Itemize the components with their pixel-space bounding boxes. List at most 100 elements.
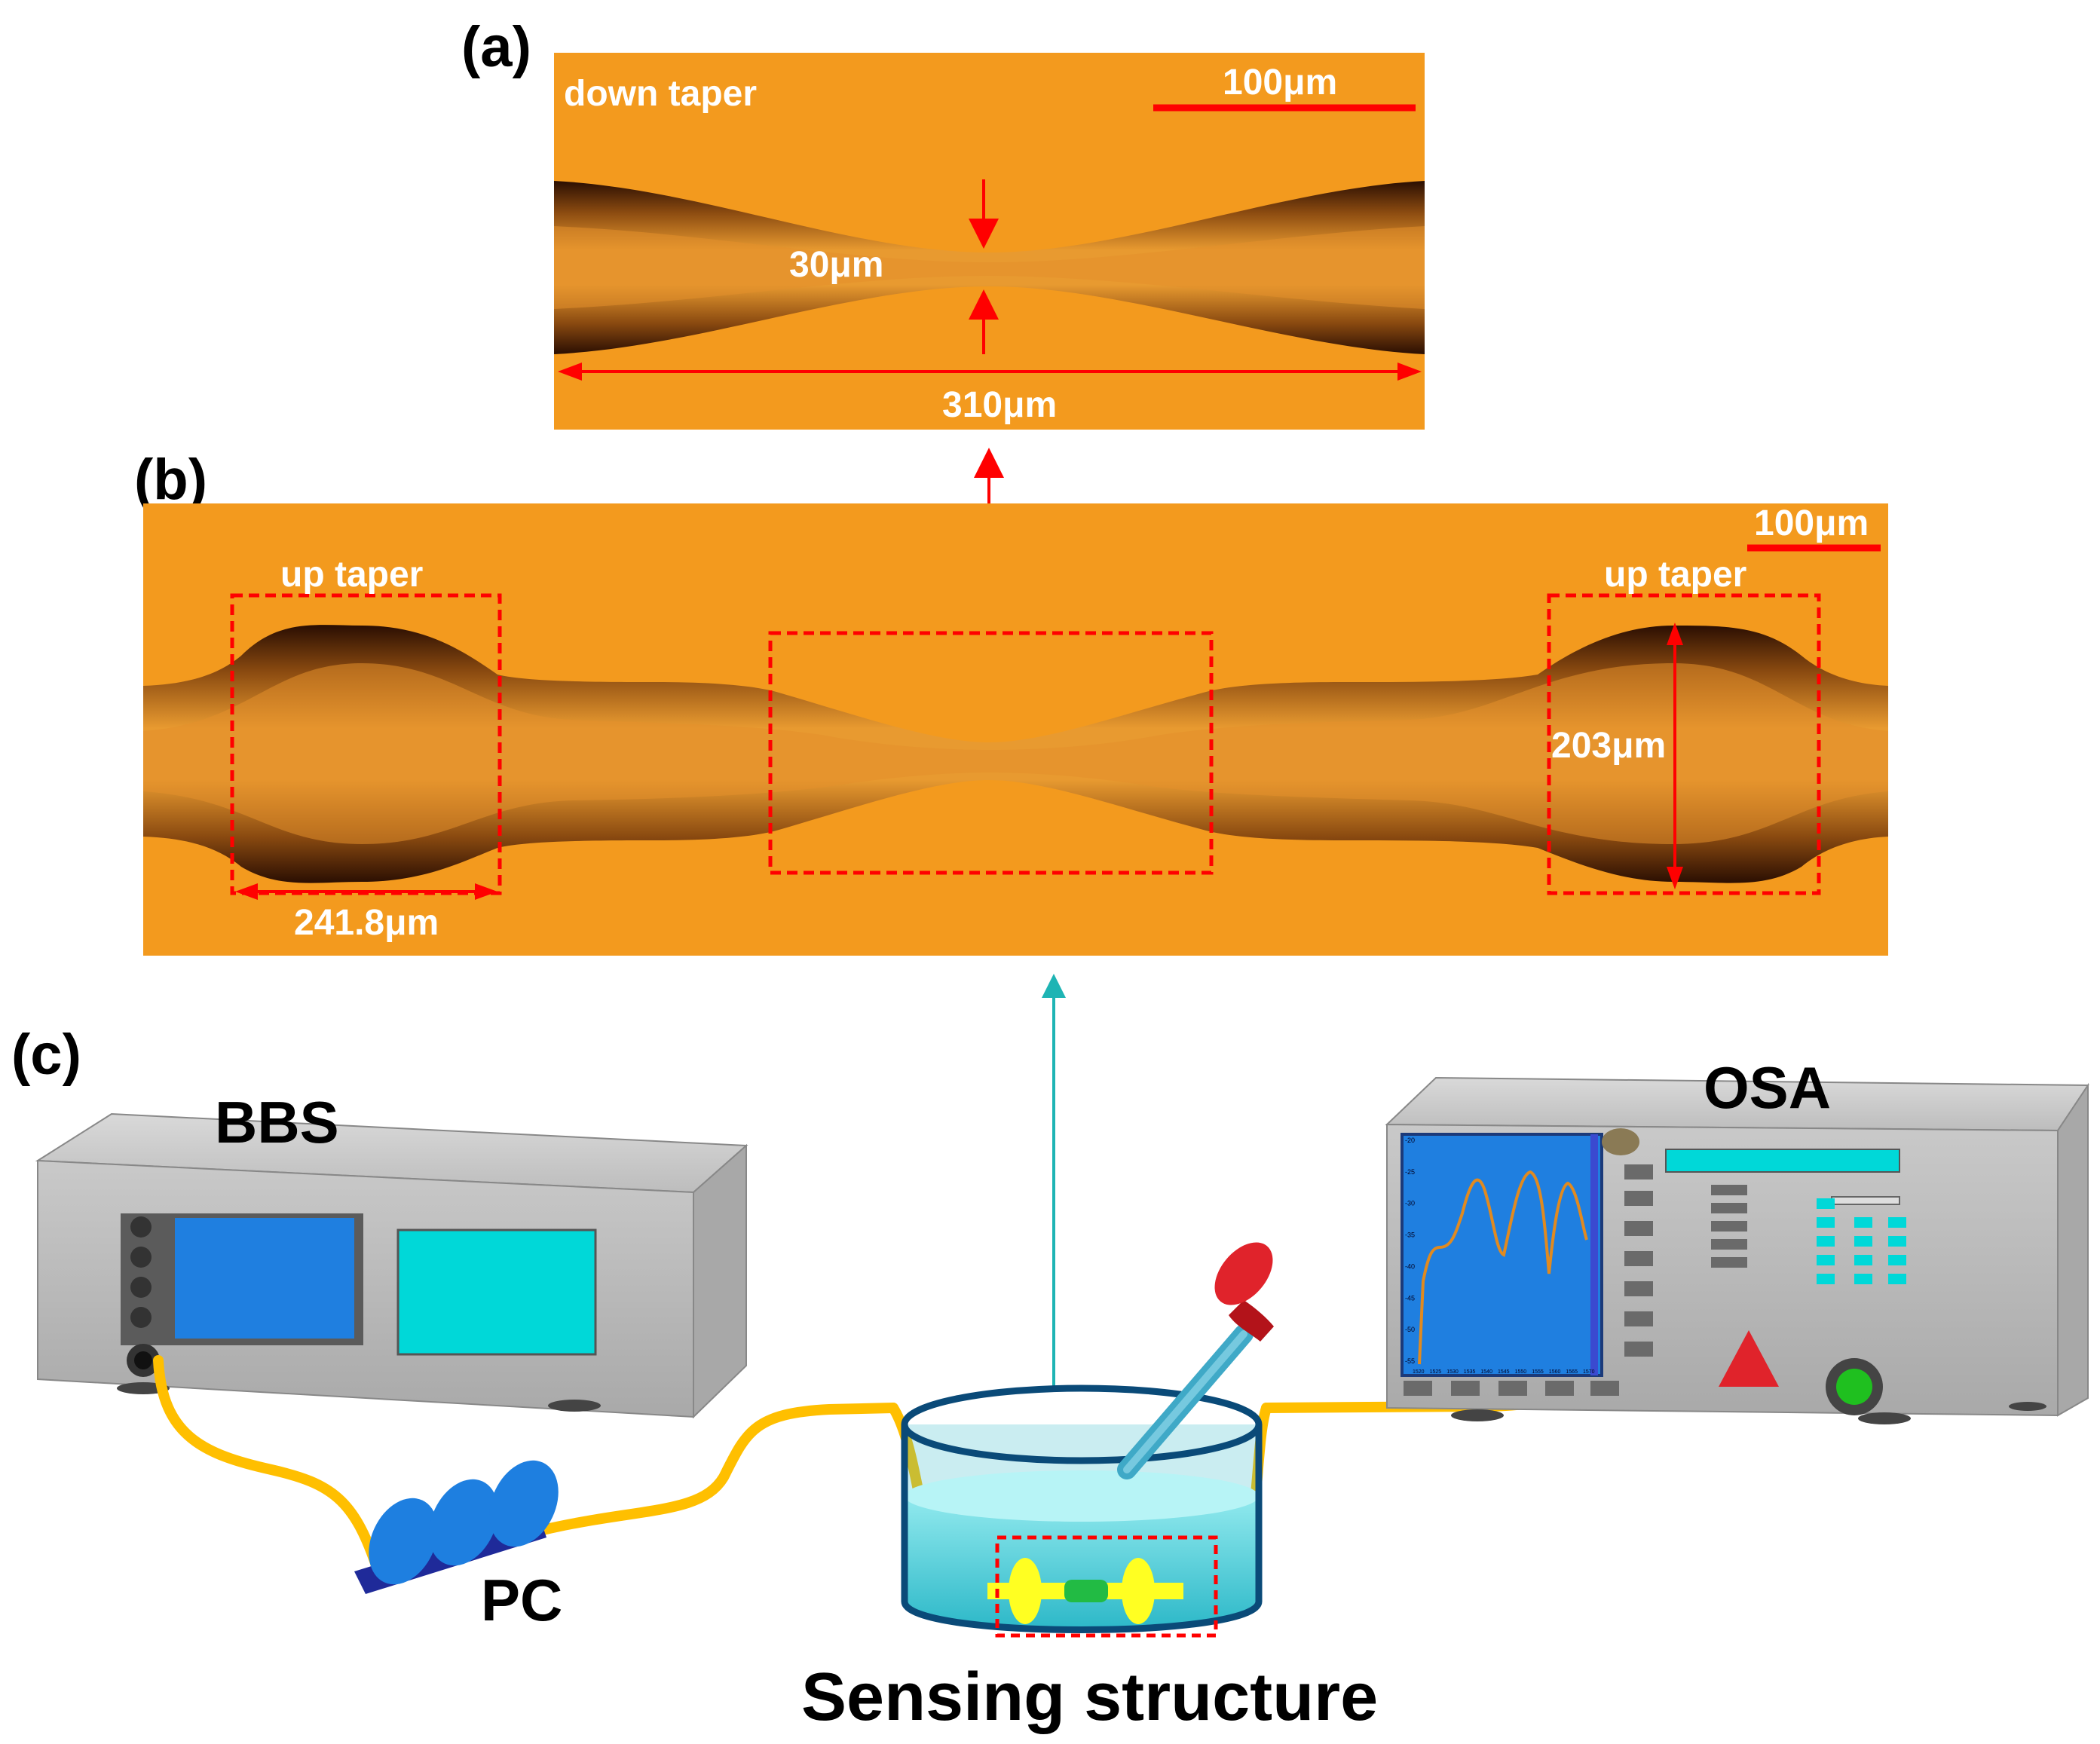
diameter-arrow-top	[1667, 623, 1683, 645]
osa-y-tick: -40	[1405, 1262, 1415, 1270]
diameter-arrow-bottom	[1667, 867, 1683, 889]
sensing-label: Sensing structure	[801, 1660, 1378, 1735]
osa-key-12[interactable]	[1854, 1274, 1872, 1284]
bbs-knob-4[interactable]	[130, 1307, 152, 1328]
up-taper-right-label: up taper	[1604, 555, 1746, 595]
osa-mid-buttons	[1711, 1185, 1747, 1268]
osa-x-tick: 1535	[1464, 1369, 1476, 1375]
structure-core	[143, 663, 1888, 844]
osa-x-tick: 1530	[1446, 1369, 1459, 1375]
osa-mid-button-3[interactable]	[1711, 1221, 1747, 1232]
up-taper-right	[1122, 1558, 1155, 1624]
osa-bottom-button-5[interactable]	[1590, 1381, 1619, 1396]
osa-mid-button-2[interactable]	[1711, 1203, 1747, 1213]
panel-a-label: (a)	[461, 15, 531, 79]
bbs-label: BBS	[215, 1089, 339, 1155]
down-taper-box	[768, 631, 1214, 875]
osa-x-tick: 1545	[1498, 1369, 1510, 1375]
panel-b: (b) up taper up taper 100μm 241.8μm 203μ…	[134, 448, 1888, 956]
osa-key-5[interactable]	[1817, 1236, 1835, 1247]
down-taper-core	[554, 226, 1425, 309]
bbs-knob-2[interactable]	[130, 1247, 152, 1268]
bbs-device	[35, 1112, 748, 1419]
osa-bottom-buttons	[1404, 1381, 1619, 1396]
up-taper-left-label: up taper	[280, 555, 423, 595]
length-arrow-left	[558, 363, 582, 381]
panel-c: (c) BBS	[11, 1023, 2089, 1735]
osa-bottom-button-1[interactable]	[1404, 1381, 1432, 1396]
osa-y-tick: -25	[1405, 1168, 1415, 1176]
osa-mid-button-1[interactable]	[1711, 1185, 1747, 1195]
osa-side-button-1[interactable]	[1624, 1164, 1653, 1179]
osa-x-tick: 1560	[1549, 1369, 1561, 1375]
width-arrow-right	[475, 883, 497, 900]
width-label: 241.8μm	[294, 903, 439, 943]
osa-bottom-button-2[interactable]	[1451, 1381, 1480, 1396]
osa-key-4[interactable]	[1888, 1217, 1906, 1228]
osa-x-tick: 1570	[1583, 1369, 1595, 1375]
down-taper-label: down taper	[564, 74, 757, 114]
panel-b-scale-text: 100μm	[1754, 503, 1869, 543]
fiber-pc-to-sensor	[537, 1403, 898, 1535]
panel-c-label: (c)	[11, 1023, 81, 1087]
osa-key-6[interactable]	[1854, 1236, 1872, 1247]
osa-side-button-3[interactable]	[1624, 1221, 1653, 1236]
osa-key-11[interactable]	[1817, 1274, 1835, 1284]
osa-x-tick: 1550	[1515, 1369, 1527, 1375]
osa-x-tick: 1565	[1566, 1369, 1578, 1375]
osa-key-10[interactable]	[1888, 1255, 1906, 1265]
osa-mid-button-4[interactable]	[1711, 1239, 1747, 1250]
osa-display-bar	[1665, 1149, 1900, 1173]
osa-side-button-7[interactable]	[1624, 1342, 1653, 1357]
down-taper-segment	[1064, 1580, 1108, 1602]
pipette[interactable]	[1117, 1232, 1284, 1479]
osa-key-2[interactable]	[1817, 1217, 1835, 1228]
osa-bottom-button-4[interactable]	[1545, 1381, 1574, 1396]
bbs-knob-1[interactable]	[130, 1216, 152, 1238]
osa-x-tick: 1520	[1413, 1369, 1425, 1375]
osa-side-button-4[interactable]	[1624, 1251, 1653, 1266]
sensing-structure	[987, 1535, 1218, 1638]
osa-y-tick: -35	[1405, 1232, 1415, 1239]
osa-key-3[interactable]	[1854, 1217, 1872, 1228]
length-arrow-right	[1397, 363, 1422, 381]
osa-knob[interactable]	[1602, 1128, 1639, 1155]
bbs-knob-3[interactable]	[130, 1277, 152, 1298]
sensing-structure-box	[995, 1535, 1218, 1638]
osa-bottom-button-3[interactable]	[1498, 1381, 1527, 1396]
panel-a: (a) down taper 100μm 30μm 310μm	[461, 15, 1425, 430]
width-arrow-left	[235, 883, 258, 900]
osa-key-1[interactable]	[1817, 1198, 1835, 1209]
osa-x-tick: 1555	[1532, 1369, 1544, 1375]
osa-y-tick: -45	[1405, 1294, 1415, 1302]
up-taper-right-box	[1547, 593, 1821, 895]
osa-y-tick: -30	[1405, 1200, 1415, 1207]
diameter-label: 203μm	[1551, 726, 1666, 766]
osa-screen-ticks: -20 -25 -30 -35 -40 -45 -50 -55 1520 1525 1530 1535…	[1405, 1137, 1595, 1375]
osa-side-button-5[interactable]	[1624, 1281, 1653, 1296]
osa-key-13[interactable]	[1888, 1274, 1906, 1284]
osa-side-button-6[interactable]	[1624, 1311, 1653, 1326]
osa-spectrum-trace	[1418, 1170, 1588, 1365]
osa-y-tick: -20	[1405, 1137, 1415, 1144]
length-label: 310μm	[942, 385, 1057, 425]
osa-x-tick: 1540	[1480, 1369, 1492, 1375]
osa-label: OSA	[1704, 1054, 1831, 1121]
polarization-controller[interactable]	[354, 1449, 571, 1596]
osa-x-tick: 1525	[1430, 1369, 1442, 1375]
osa-mid-button-5[interactable]	[1711, 1257, 1747, 1268]
osa-y-tick: -50	[1405, 1326, 1415, 1333]
warning-triangle-icon	[1719, 1330, 1779, 1387]
panel-a-scale-text: 100μm	[1223, 63, 1337, 102]
osa-y-tick: -55	[1405, 1357, 1415, 1365]
osa-key-8[interactable]	[1817, 1255, 1835, 1265]
bbs-screen	[175, 1218, 354, 1339]
osa-key-7[interactable]	[1888, 1236, 1906, 1247]
osa-key-9[interactable]	[1854, 1255, 1872, 1265]
osa-side-button-2[interactable]	[1624, 1191, 1653, 1206]
fiber-bbs-to-pc	[153, 1355, 382, 1573]
osa-left-buttons	[1624, 1164, 1653, 1357]
bbs-display-panel	[396, 1228, 597, 1356]
osa-device	[1385, 1076, 2089, 1424]
